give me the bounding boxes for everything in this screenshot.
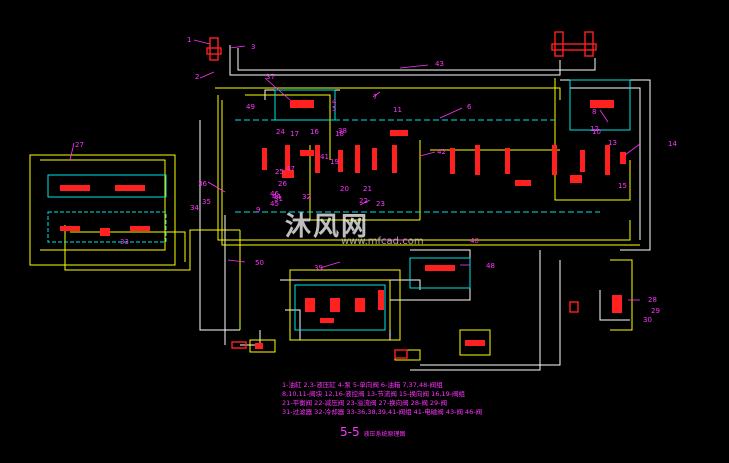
callout-3: 3 <box>251 43 256 51</box>
valve-cluster-row <box>60 100 626 349</box>
callout-40: 40 <box>470 237 479 245</box>
callout-22: 22 <box>359 197 368 205</box>
callout-13: 13 <box>608 139 617 147</box>
callout-38: 38 <box>338 127 347 135</box>
callout-1: 1 <box>187 36 192 44</box>
callout-15: 15 <box>618 182 627 190</box>
callout-49: 49 <box>246 103 255 111</box>
watermark-text: 沐风网 <box>285 212 370 242</box>
callout-27: 27 <box>75 141 84 149</box>
callout-37: 37 <box>266 73 275 81</box>
callout-19: 19 <box>330 158 339 166</box>
callout-16: 16 <box>310 128 319 136</box>
cyan-frames <box>47 79 631 331</box>
yellow-pipes <box>29 78 640 361</box>
drawing-title-caption: 液压系统原理图 <box>363 431 406 438</box>
legend-line: 8,10,11-阀块 12,16-液控阀 13-节流阀 15-换向阀 16,19… <box>282 390 466 398</box>
callout-9: 9 <box>256 206 261 214</box>
callout-39: 39 <box>314 264 323 272</box>
callout-12: 12 <box>590 125 599 133</box>
callout-47: 47 <box>286 165 295 173</box>
callout-7: 7 <box>373 93 378 101</box>
callout-29: 29 <box>651 307 660 315</box>
callout-10: 10 <box>592 128 601 136</box>
callout-36: 36 <box>198 180 207 188</box>
valve-components <box>206 31 597 359</box>
callout-5: 5 <box>332 105 337 113</box>
callout-18: 18 <box>335 130 344 138</box>
callout-31: 31 <box>274 195 283 203</box>
watermark-url: www.mfcad.com <box>341 236 424 247</box>
drawing-title-number: 5-5 <box>340 425 360 439</box>
callout-43: 43 <box>435 60 444 68</box>
callout-17: 17 <box>290 130 299 138</box>
callout-48: 48 <box>486 262 495 270</box>
callout-45: 45 <box>270 200 279 208</box>
callout-6: 6 <box>467 103 472 111</box>
callout-44: 44 <box>272 193 281 201</box>
callout-41: 41 <box>320 153 329 161</box>
callout-34: 34 <box>190 204 199 212</box>
callout-26: 26 <box>278 180 287 188</box>
callout-4: 4 <box>332 98 337 106</box>
callout-20: 20 <box>340 185 349 193</box>
callout-46: 46 <box>270 190 279 198</box>
watermark: 沐风网 www.mfcad.com <box>285 206 424 247</box>
callout-leaders <box>69 39 641 301</box>
legend-line: 21-平衡阀 22-减压阀 23-溢流阀 27-换向阀 28-阀 29-阀 <box>282 399 448 407</box>
callout-50: 50 <box>255 259 264 267</box>
callout-30: 30 <box>643 316 652 324</box>
callout-11: 11 <box>393 106 402 114</box>
callout-2: 2 <box>195 73 200 81</box>
callout-21: 21 <box>363 185 372 193</box>
drawing-title: 5-5 液压系统原理图 <box>340 425 405 439</box>
component-legend: 1-油缸 2,3-液压缸 4-泵 5-单向阀 6-油箱 7,37,48-阀组 8… <box>282 381 612 417</box>
white-pipes <box>199 45 651 371</box>
callout-28: 28 <box>648 296 657 304</box>
legend-line: 31-过滤器 32-冷却器 33-36,38,39,41-阀组 41-电磁阀 4… <box>282 408 483 416</box>
callout-24: 24 <box>276 128 285 136</box>
callout-14: 14 <box>668 140 677 148</box>
callout-23: 23 <box>376 200 385 208</box>
callout-25: 25 <box>275 168 284 176</box>
callout-8: 8 <box>592 108 597 116</box>
callout-42: 42 <box>437 148 446 156</box>
legend-line: 1-油缸 2,3-液压缸 4-泵 5-单向阀 6-油箱 7,37,48-阀组 <box>282 381 443 389</box>
callout-35: 35 <box>202 198 211 206</box>
callout-32: 32 <box>302 193 311 201</box>
callout-33: 33 <box>120 238 129 246</box>
